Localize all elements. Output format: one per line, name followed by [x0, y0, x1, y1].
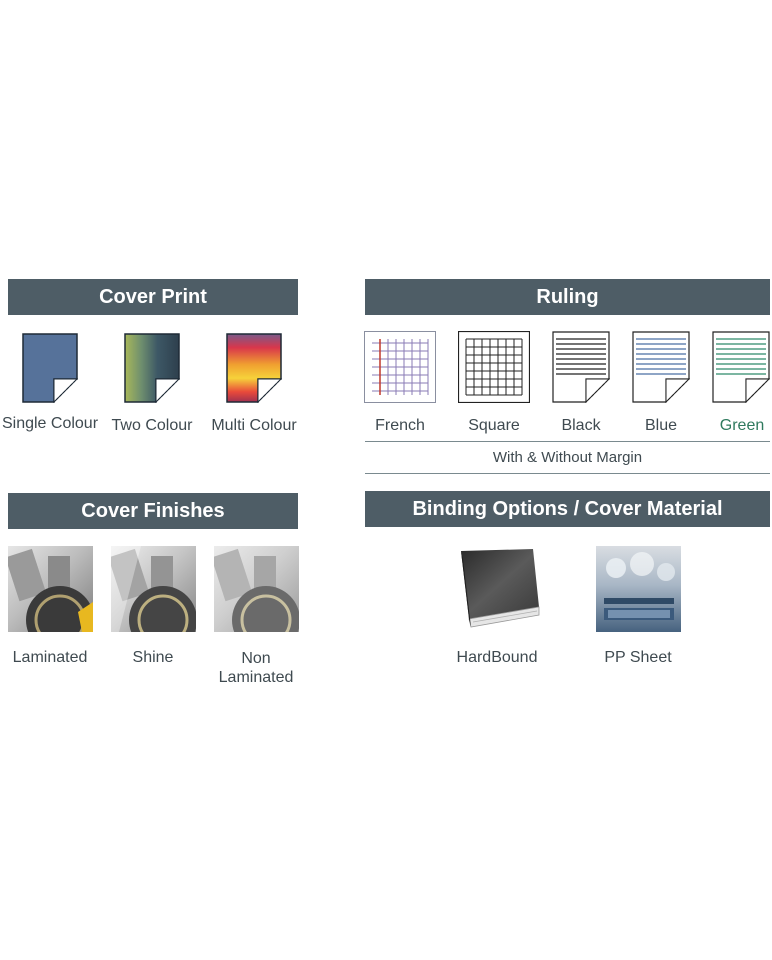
pp-sheet-label: PP Sheet — [604, 649, 672, 666]
pp-sheet-photo — [596, 546, 681, 632]
laminated-cover-image — [8, 548, 93, 632]
single-colour-label: Single Colour — [1, 415, 99, 432]
shine-cover-image — [111, 546, 196, 632]
two-colour-label: Two Colour — [111, 417, 193, 434]
cover-finishes-title: Cover Finishes — [81, 499, 225, 522]
single-colour-swatch-icon — [22, 333, 78, 403]
black-ruling-icon — [552, 331, 610, 403]
laminated-label: Laminated — [12, 649, 88, 666]
margin-caption: With & Without Margin — [492, 449, 643, 466]
green-label: Green — [719, 417, 765, 434]
non-laminated-label: Non Laminated — [218, 650, 294, 686]
green-ruling-icon — [712, 331, 770, 403]
hardbound-book-icon — [461, 549, 540, 628]
ruling-title: Ruling — [536, 285, 599, 308]
cover-finishes-header: Cover Finishes — [8, 493, 298, 529]
hardbound-label: HardBound — [456, 649, 538, 666]
blue-label: Blue — [644, 417, 678, 434]
two-colour-swatch-icon — [124, 333, 180, 403]
french-label: French — [375, 417, 425, 434]
binding-title: Binding Options / Cover Material — [412, 497, 723, 520]
shine-photo — [111, 546, 196, 632]
black-label: Black — [561, 417, 601, 434]
laminated-photo — [8, 546, 93, 632]
square-ruling-icon — [458, 331, 530, 403]
square-label: Square — [468, 417, 520, 434]
non-laminated-photo — [214, 546, 299, 632]
french-ruling-icon — [364, 331, 436, 403]
shine-label: Shine — [132, 649, 174, 666]
binding-header: Binding Options / Cover Material — [365, 491, 770, 527]
blue-ruling-icon — [632, 331, 690, 403]
cover-print-header: Cover Print — [8, 279, 298, 315]
cover-print-title: Cover Print — [99, 285, 207, 308]
multi-colour-swatch-icon — [226, 333, 282, 403]
divider-top — [365, 441, 770, 442]
divider-bottom — [365, 473, 770, 474]
multi-colour-label: Multi Colour — [211, 417, 297, 434]
pp-sheet-cover-image — [604, 552, 675, 620]
non-laminated-cover-image — [214, 548, 299, 632]
ruling-header: Ruling — [365, 279, 770, 315]
